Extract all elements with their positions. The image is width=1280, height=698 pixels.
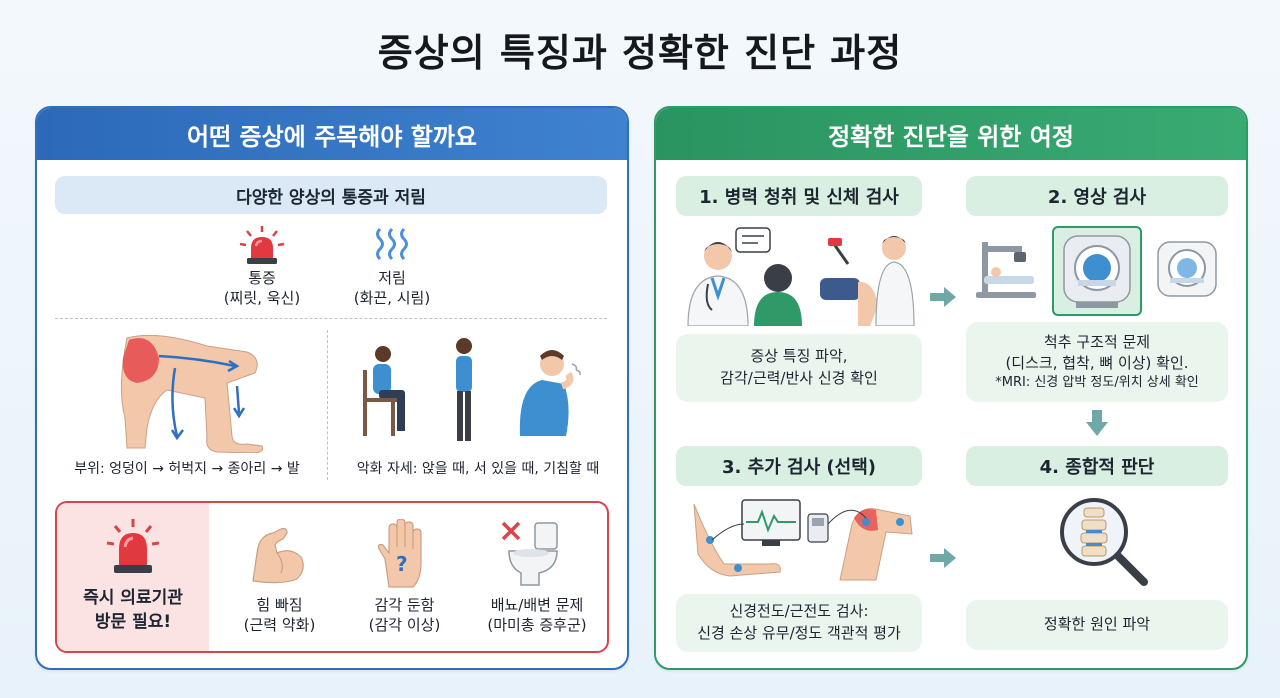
leg-pain-path-illustration <box>97 328 267 453</box>
step-3-title: 3. 추가 검사 (선택) <box>676 446 922 486</box>
arrow-down-icon <box>1084 408 1110 438</box>
step-2-line: 척추 구조적 문제 <box>1043 332 1151 351</box>
divider <box>55 318 607 319</box>
step-2-title: 2. 영상 검사 <box>966 176 1228 216</box>
ct-scanner-icon <box>1154 238 1220 304</box>
step-2-line: (디스크, 협착, 뼈 이상) 확인. <box>1005 353 1189 372</box>
step-3-line: 신경 손상 유무/정도 객관적 평가 <box>697 624 901 642</box>
worsening-posture-label: 악화 자세: 앉을 때, 서 있을 때, 기침할 때 <box>356 461 600 477</box>
warning-item-label: 배뇨/배변 문제 <box>490 596 584 614</box>
warning-item-detail: (감각 이상) <box>368 616 441 635</box>
numbness-label: 저림 <box>378 269 406 287</box>
mri-scanner-icon <box>1052 226 1142 316</box>
pain-location-label: 부위: 엉덩이 → 허벅지 → 종아리 → 발 <box>74 461 300 477</box>
warning-title-line1: 즉시 의료기관 <box>83 588 183 608</box>
step-1-title: 1. 병력 청취 및 신체 검사 <box>676 176 922 216</box>
pain-detail: (찌릿, 욱신) <box>223 289 301 308</box>
symptoms-panel: 어떤 증상에 주목해야 할까요 다양한 양상의 통증과 저림 통증 (찌릿, 욱… <box>35 106 629 670</box>
warning-item-detail: (근력 약화) <box>243 616 316 635</box>
coughing-person-icon <box>512 346 584 436</box>
numbness-waves-icon <box>372 226 412 264</box>
toilet-cross-icon <box>499 517 563 589</box>
symptoms-panel-header: 어떤 증상에 주목해야 할까요 <box>37 108 627 160</box>
svg-text:?: ? <box>396 552 408 576</box>
standing-person-icon <box>449 336 479 446</box>
sitting-person-icon <box>355 340 415 440</box>
step-1-line: 감각/근력/반사 신경 확인 <box>720 369 878 387</box>
step-3-line: 신경전도/근전도 검사: <box>729 602 869 621</box>
warning-callout <box>57 503 209 651</box>
step-2-note: *MRI: 신경 압박 정도/위치 상세 확인 <box>995 374 1199 390</box>
warning-title-line2: 방문 필요! <box>94 611 172 632</box>
numbness-detail: (화끈, 시림) <box>353 289 431 308</box>
diagnosis-panel-header: 정확한 진단을 위한 여정 <box>656 108 1246 160</box>
diagnosis-panel: 정확한 진단을 위한 여정 1. 병력 청취 및 신체 검사 <box>654 106 1248 670</box>
siren-icon <box>237 224 287 266</box>
doctor-consultation-illustration <box>682 226 922 326</box>
alarm-siren-icon <box>105 517 161 577</box>
divider <box>327 330 328 480</box>
flexed-arm-muscle-icon <box>247 523 311 587</box>
step-4-line: 정확한 원인 파악 <box>1043 615 1151 634</box>
step-4-title: 4. 종합적 판단 <box>966 446 1228 486</box>
arrow-right-icon <box>928 546 958 570</box>
xray-machine-icon <box>974 238 1040 304</box>
hand-question-icon: ? <box>375 519 431 589</box>
pain-label: 통증 <box>248 269 276 287</box>
warning-item-label: 감각 둔함 <box>374 596 435 614</box>
arrow-right-icon <box>928 285 958 309</box>
step-1-line: 증상 특징 파악, <box>750 347 848 366</box>
warning-box: 즉시 의료기관 방문 필요! 힘 빠짐 (근력 약화) ? 감각 둔함 (감각 … <box>55 501 609 653</box>
magnifier-spine-icon <box>1056 494 1152 590</box>
warning-item-detail: (마미총 증후군) <box>487 616 587 635</box>
nerve-conduction-test-illustration <box>690 494 916 584</box>
warning-item-label: 힘 빠짐 <box>256 596 303 614</box>
page-title: 증상의 특징과 정확한 진단 과정 <box>377 31 903 75</box>
symptoms-subheader: 다양한 양상의 통증과 저림 <box>55 176 607 214</box>
